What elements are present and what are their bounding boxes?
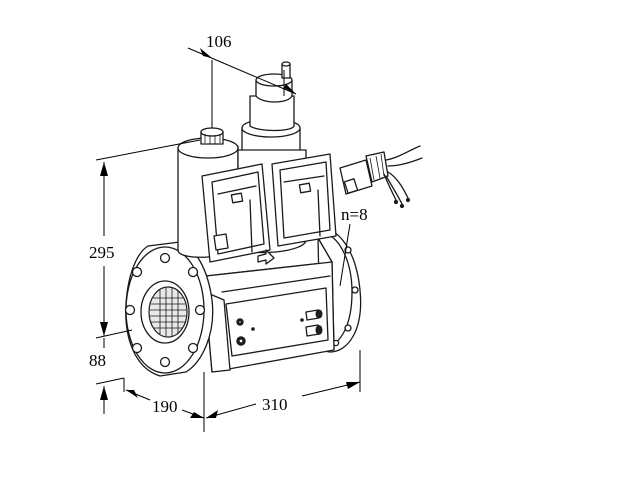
bolt-hole bbox=[131, 342, 143, 354]
dimension-106 bbox=[187, 47, 297, 128]
dimension-vertical bbox=[95, 139, 201, 414]
connection-panel bbox=[236, 309, 323, 346]
dimension-label-295: 295 bbox=[89, 243, 115, 262]
dimension-label-88: 88 bbox=[89, 351, 106, 370]
front-flange bbox=[124, 241, 214, 377]
dimension-label-106: 106 bbox=[206, 32, 232, 51]
cable-connector bbox=[339, 145, 423, 209]
left-plug-housing bbox=[201, 163, 271, 263]
dimension-horizontal bbox=[123, 350, 361, 432]
test-nipple-right-top bbox=[305, 309, 323, 321]
dimension-label-190: 190 bbox=[152, 397, 178, 416]
bolt-hole-count-label: n=8 bbox=[341, 205, 368, 224]
strainer-mesh bbox=[148, 286, 188, 338]
bolt-hole bbox=[131, 266, 143, 278]
flow-direction-arrow bbox=[257, 249, 275, 265]
bolt-hole bbox=[194, 304, 206, 316]
test-nipple-right-bottom bbox=[305, 324, 323, 337]
bolt-hole bbox=[124, 304, 136, 316]
bolt-hole bbox=[159, 252, 171, 264]
adjusting-cap bbox=[200, 127, 224, 145]
bolt-hole-callout bbox=[339, 223, 351, 287]
bolt-hole bbox=[159, 356, 171, 368]
dimension-label-310: 310 bbox=[262, 395, 288, 414]
bolt-hole bbox=[187, 266, 199, 278]
bolt-hole bbox=[187, 342, 199, 354]
right-plug-housing bbox=[271, 153, 337, 247]
